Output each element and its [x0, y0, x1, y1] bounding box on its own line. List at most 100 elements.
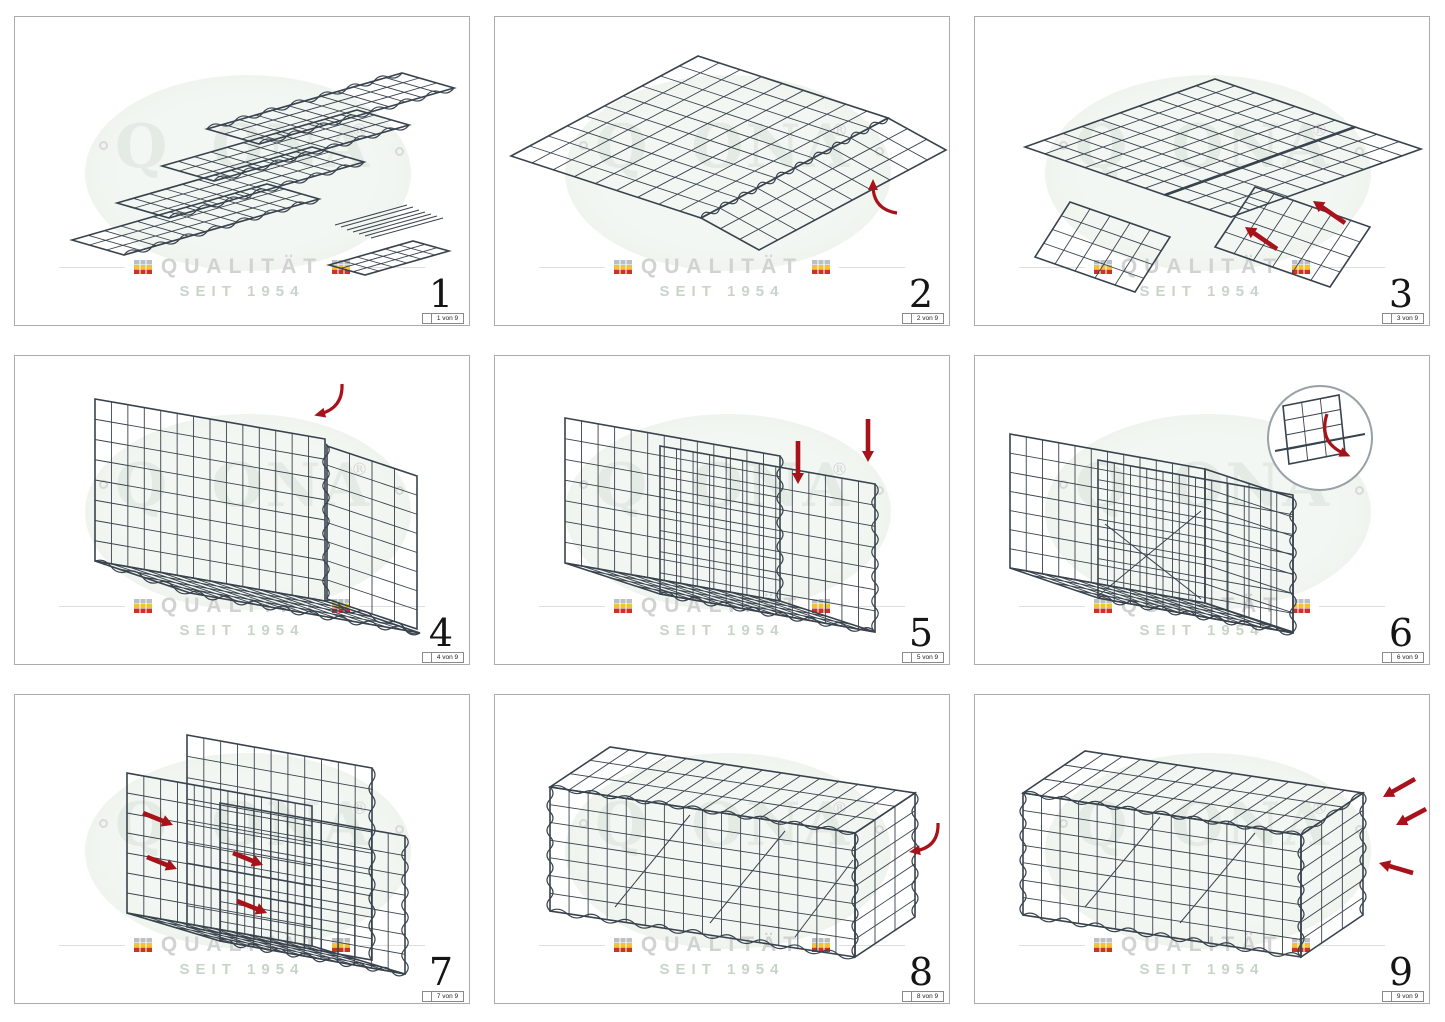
- watermark-since-text: SEIT 1954: [1139, 622, 1265, 639]
- assembly-diagram-step-5: [564, 417, 879, 633]
- watermark-quality-text: QUALITÄT: [640, 255, 804, 278]
- watermark-rule: [1019, 266, 1085, 268]
- assembly-arrow-icon: [232, 850, 263, 867]
- page-label-corner: [903, 992, 912, 1001]
- registered-trademark-icon: ®: [831, 460, 848, 480]
- brand-letter-left: Q: [115, 451, 170, 521]
- wire: [358, 213, 432, 235]
- step-number: 2: [908, 272, 933, 316]
- watermark-ellipse: [85, 75, 411, 271]
- page-label-corner: [423, 314, 432, 323]
- watermark-rule: [59, 944, 125, 946]
- brand-flag-icon: [133, 938, 152, 952]
- wire: [1179, 832, 1256, 924]
- sheet-page-label: 8 von 9: [902, 991, 944, 1002]
- spiral-binder: [911, 792, 919, 918]
- step-number: 5: [908, 611, 933, 655]
- mesh-panel-frame: [699, 117, 948, 251]
- sheet-page-label: 5 von 9: [902, 652, 944, 663]
- spiral-binder: [322, 443, 330, 600]
- wire: [1104, 523, 1202, 600]
- watermark-rule: [539, 605, 605, 607]
- watermark-rule: [839, 266, 905, 268]
- spiral-binder: [94, 559, 191, 595]
- wire: [1084, 816, 1161, 908]
- watermark-rule: [839, 605, 905, 607]
- brand-flag-icon: [613, 599, 632, 613]
- watermark-dot-right: [1355, 486, 1364, 495]
- mesh-panel: [161, 109, 410, 182]
- mesh-panel: [564, 562, 876, 633]
- watermark-text-block: QUALITÄT SEIT 1954: [59, 594, 425, 639]
- sheet-page-label: 9 von 9: [1382, 991, 1424, 1002]
- assembly-arrow-icon: [1396, 807, 1428, 826]
- mesh-panel-frame: [326, 444, 418, 631]
- assembly-diagram-step-4: [94, 383, 421, 636]
- mesh-panel: [1300, 792, 1364, 958]
- brand-letter-left: Q: [115, 790, 170, 860]
- assembly-diagram-step-9: [1019, 750, 1428, 959]
- mesh-panel: [326, 445, 418, 630]
- mesh-panel: [71, 183, 320, 256]
- sheet-page-label: 3 von 9: [1382, 313, 1424, 324]
- watermark-text-block: QUALITÄT SEIT 1954: [1019, 933, 1385, 978]
- wire: [340, 206, 414, 228]
- page-label-corner: [903, 314, 912, 323]
- registered-trademark-icon: ®: [1311, 121, 1328, 141]
- assembly-arrow-icon: [236, 898, 267, 915]
- spiral-binder: [401, 835, 409, 975]
- spiral-binder: [1359, 792, 1367, 916]
- watermark-quality-text: QUALITÄT: [160, 255, 324, 278]
- assembly-diagram-step-8: [546, 746, 940, 960]
- assembly-arrow-icon: [1379, 860, 1414, 876]
- watermark-dot-left: [579, 480, 588, 489]
- assembly-arrow-icon: [1313, 201, 1347, 225]
- watermark-dot-right: [875, 825, 884, 834]
- wire: [334, 204, 408, 226]
- assembly-diagram-step-6: [1009, 385, 1373, 636]
- wire: [1274, 433, 1366, 452]
- mesh-panel: [510, 55, 889, 219]
- step-number: 6: [1388, 611, 1413, 655]
- watermark-rule: [1019, 605, 1085, 607]
- wire: [346, 209, 420, 231]
- watermark-rule: [1319, 944, 1385, 946]
- spiral-binder: [1019, 792, 1027, 916]
- assembly-arrow-head-icon: [1338, 447, 1351, 457]
- mesh-panel: [549, 786, 856, 958]
- page-label-text: 4 von 9: [436, 654, 459, 661]
- watermark-rule: [359, 944, 425, 946]
- watermark-text-block: QUALITÄT SEIT 1954: [539, 255, 905, 300]
- assembly-diagram-step-3: [1022, 78, 1424, 293]
- watermark-ellipse: [85, 414, 411, 610]
- watermark-dot-left: [1059, 480, 1068, 489]
- watermark-since-text: SEIT 1954: [1139, 283, 1265, 300]
- spiral-binder: [700, 117, 889, 219]
- watermark-dot-right: [875, 486, 884, 495]
- assembly-arrow-icon: [792, 441, 804, 484]
- wire: [794, 859, 854, 938]
- sheet-page-label: 1 von 9: [422, 313, 464, 324]
- page-label-corner: [1383, 314, 1392, 323]
- watermark-dot-left: [99, 141, 108, 150]
- mesh-panel: [1034, 201, 1171, 293]
- mesh-panel-frame: [1020, 750, 1366, 836]
- mesh-panel: [1097, 459, 1294, 634]
- watermark-since-text: SEIT 1954: [179, 961, 305, 978]
- watermark-text-block: QUALITÄT SEIT 1954: [1019, 255, 1385, 300]
- watermark-dot-left: [99, 480, 108, 489]
- watermark-since-text: SEIT 1954: [179, 283, 305, 300]
- sheet-page-label: 4 von 9: [422, 652, 464, 663]
- assembly-arrow-head-icon: [909, 845, 921, 856]
- mesh-panel-frame: [1300, 791, 1364, 959]
